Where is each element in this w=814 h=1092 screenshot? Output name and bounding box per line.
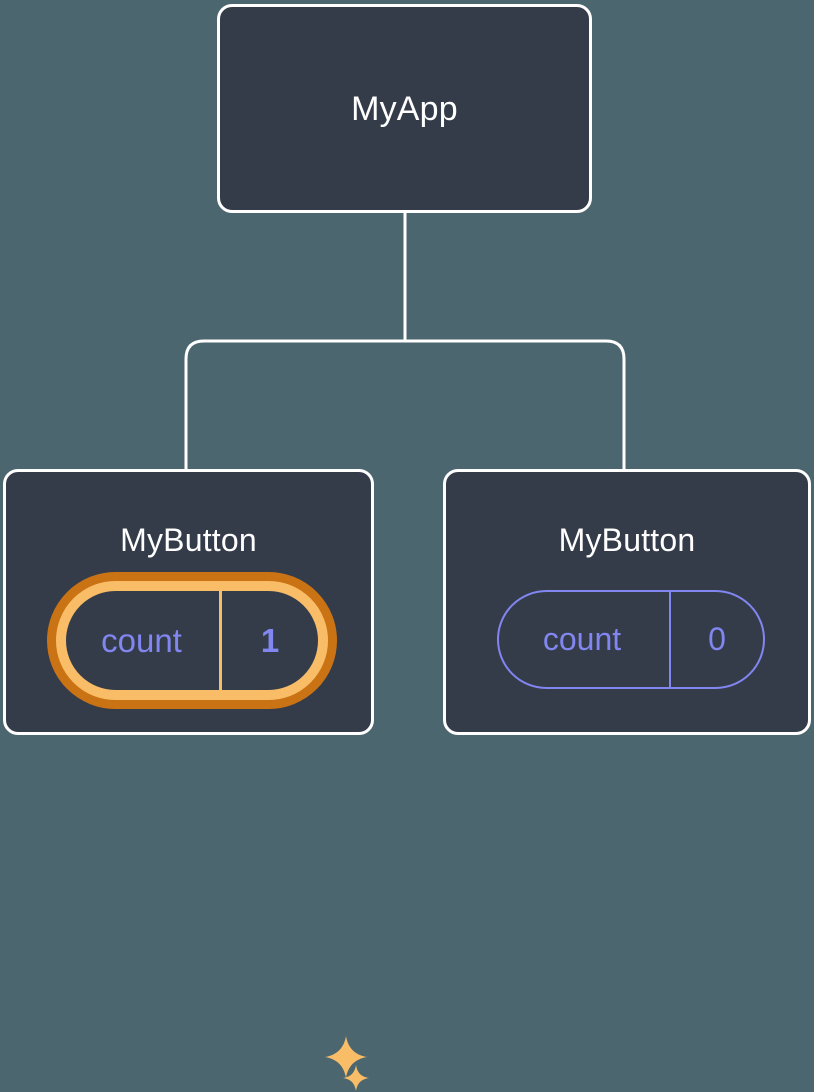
- state-badge-divider: [669, 592, 671, 687]
- component-node-title: MyButton: [120, 522, 257, 558]
- branch-bar: [184, 339, 626, 470]
- component-node-mybutton-right[interactable]: MyButton count 0: [443, 469, 811, 735]
- component-node-mybutton-left[interactable]: MyButton count 1: [3, 469, 374, 1091]
- state-badge-inner: count 1: [56, 581, 328, 700]
- state-badge-divider: [219, 591, 222, 690]
- component-node-title: MyApp: [351, 90, 458, 128]
- state-badge[interactable]: count 0: [497, 590, 765, 689]
- state-value-label: 1: [260, 621, 280, 659]
- state-value-label: 0: [708, 621, 726, 657]
- component-node-title: MyButton: [558, 522, 696, 558]
- component-node-myapp[interactable]: MyApp: [217, 4, 592, 213]
- diagram-canvas: MyApp MyButton count 1 MyButton count 0: [3, 4, 811, 1091]
- state-badge-highlighted[interactable]: count 1: [47, 572, 337, 709]
- sparkle-small-icon: [343, 1065, 369, 1091]
- state-key-label: count: [542, 621, 622, 657]
- sparkle-large-icon: [325, 1036, 367, 1078]
- state-key-label: count: [101, 621, 182, 659]
